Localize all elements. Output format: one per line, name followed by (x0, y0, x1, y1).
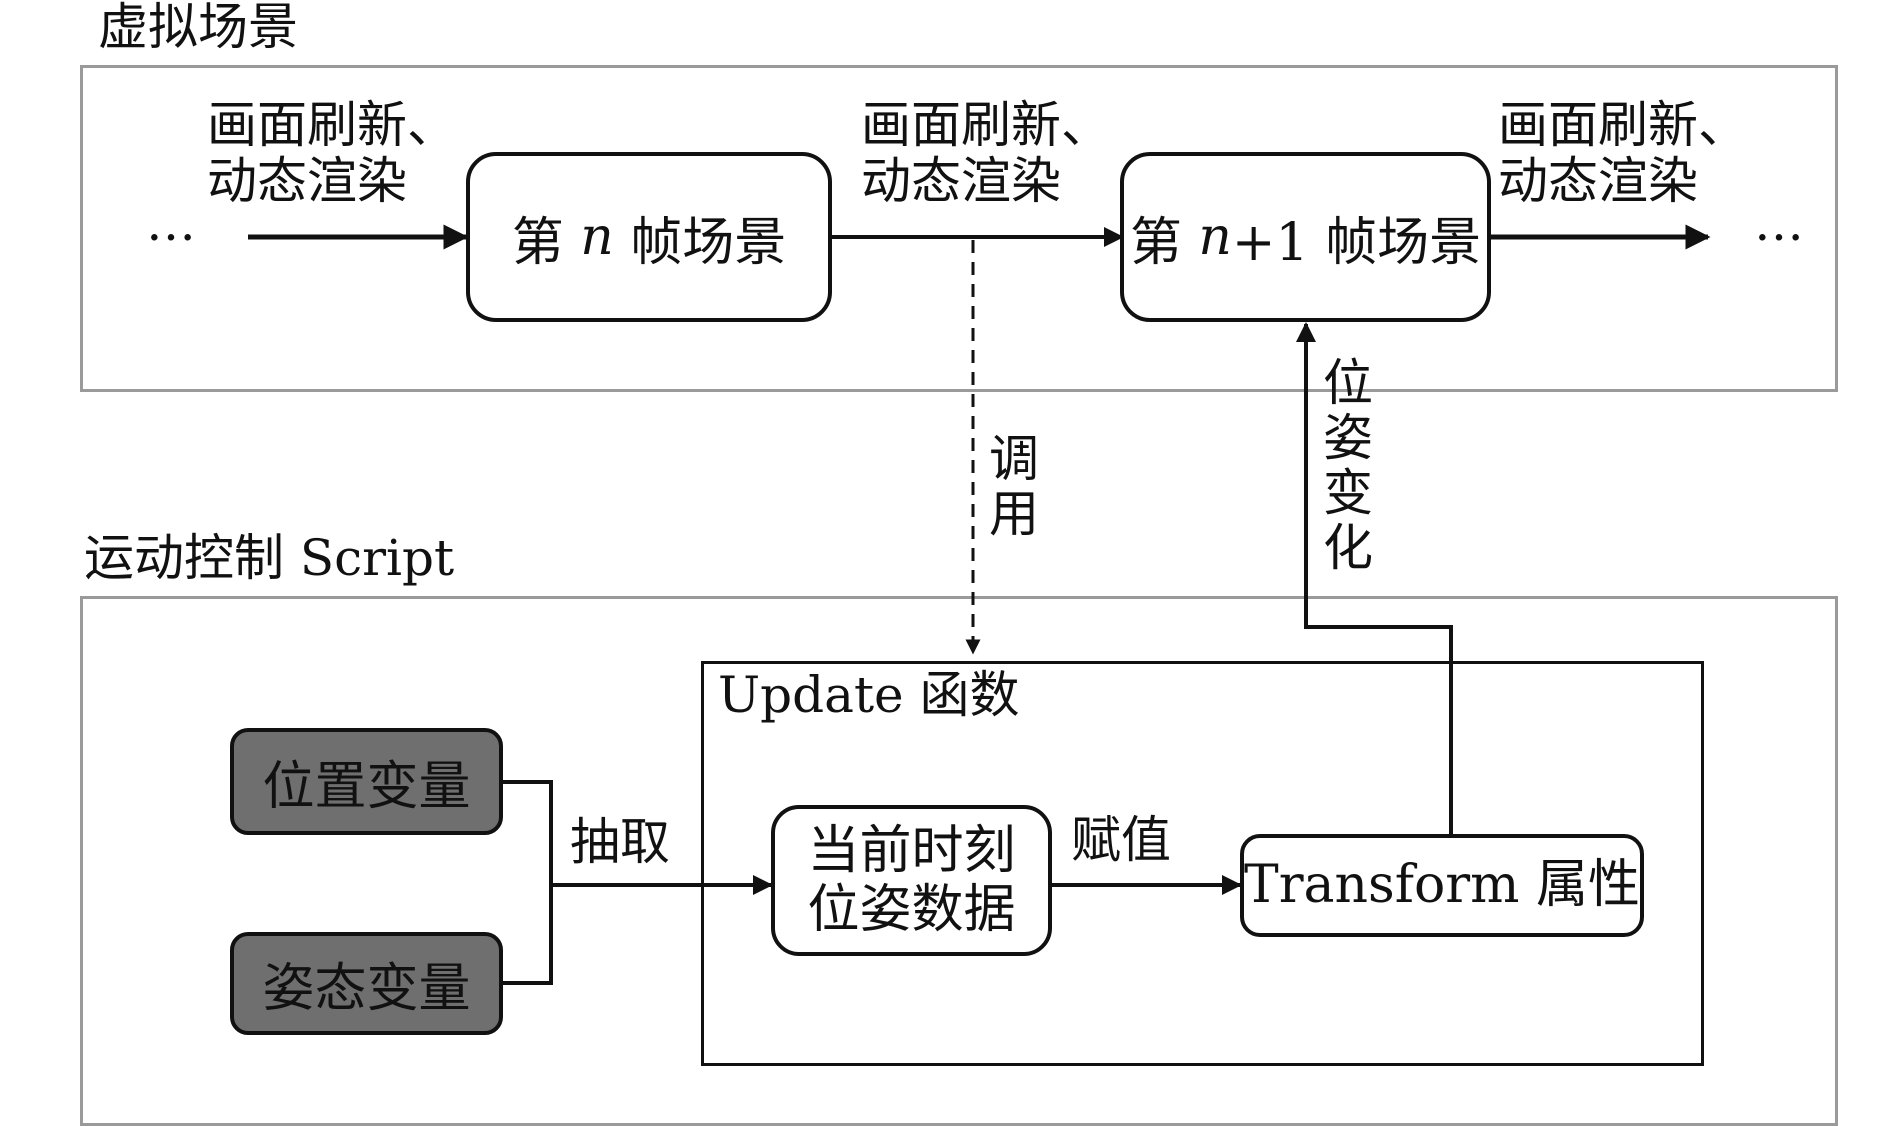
frame-n1-suffix: +1 帧场景 (1231, 212, 1482, 273)
current-pose-node: 当前时刻 位姿数据 (771, 805, 1052, 956)
edge-label-1-line1: 画面刷新、 (207, 96, 457, 154)
edge-label-3-line2: 动态渲染 (1498, 152, 1698, 210)
edge-label-3-line1: 画面刷新、 (1498, 96, 1748, 154)
assign-label: 赋值 (1071, 811, 1171, 869)
pose-change-label: 位 姿 变 化 (1322, 356, 1374, 576)
ellipsis-right: … (1754, 194, 1804, 252)
edge-label-3: 画面刷新、 动态渲染 (1498, 97, 1748, 209)
frame-n1-node: 第 n+1 帧场景 (1120, 152, 1491, 322)
pose-change-char-1: 位 (1323, 354, 1373, 412)
virtual-scene-container (80, 65, 1838, 392)
frame-n-var: n (580, 207, 614, 267)
transform-node: Transform 属性 (1240, 834, 1644, 937)
current-pose-line1: 当前时刻 (807, 821, 1016, 882)
pose-change-char-4: 化 (1323, 519, 1373, 577)
edge-label-2-line2: 动态渲染 (861, 152, 1061, 210)
call-label-char-1: 调 (989, 430, 1039, 488)
pose-change-char-2: 姿 (1323, 409, 1373, 467)
update-function-title: Update 函数 (718, 666, 1020, 724)
pose-change-char-3: 变 (1323, 464, 1373, 522)
frame-n-node: 第 n 帧场景 (466, 152, 832, 322)
motion-script-title: 运动控制 Script (84, 529, 455, 587)
position-variable-node: 位置变量 (230, 728, 503, 835)
virtual-scene-title: 虚拟场景 (98, 0, 298, 56)
edge-label-2: 画面刷新、 动态渲染 (861, 97, 1111, 209)
frame-n1-var: n (1198, 207, 1232, 267)
call-label: 调 用 (988, 432, 1040, 542)
edge-label-1: 画面刷新、 动态渲染 (207, 97, 457, 209)
current-pose-line2: 位姿数据 (807, 879, 1016, 940)
call-label-char-2: 用 (989, 485, 1039, 543)
ellipsis-left: … (146, 194, 196, 252)
edge-label-2-line1: 画面刷新、 (861, 96, 1111, 154)
frame-n1-prefix: 第 (1129, 212, 1199, 273)
update-function-box (701, 661, 1704, 1066)
frame-n-suffix: 帧场景 (613, 212, 787, 273)
extract-label: 抽取 (570, 813, 670, 871)
edge-label-1-line2: 动态渲染 (207, 152, 407, 210)
attitude-variable-node: 姿态变量 (230, 932, 503, 1035)
frame-n-prefix: 第 (511, 212, 581, 273)
